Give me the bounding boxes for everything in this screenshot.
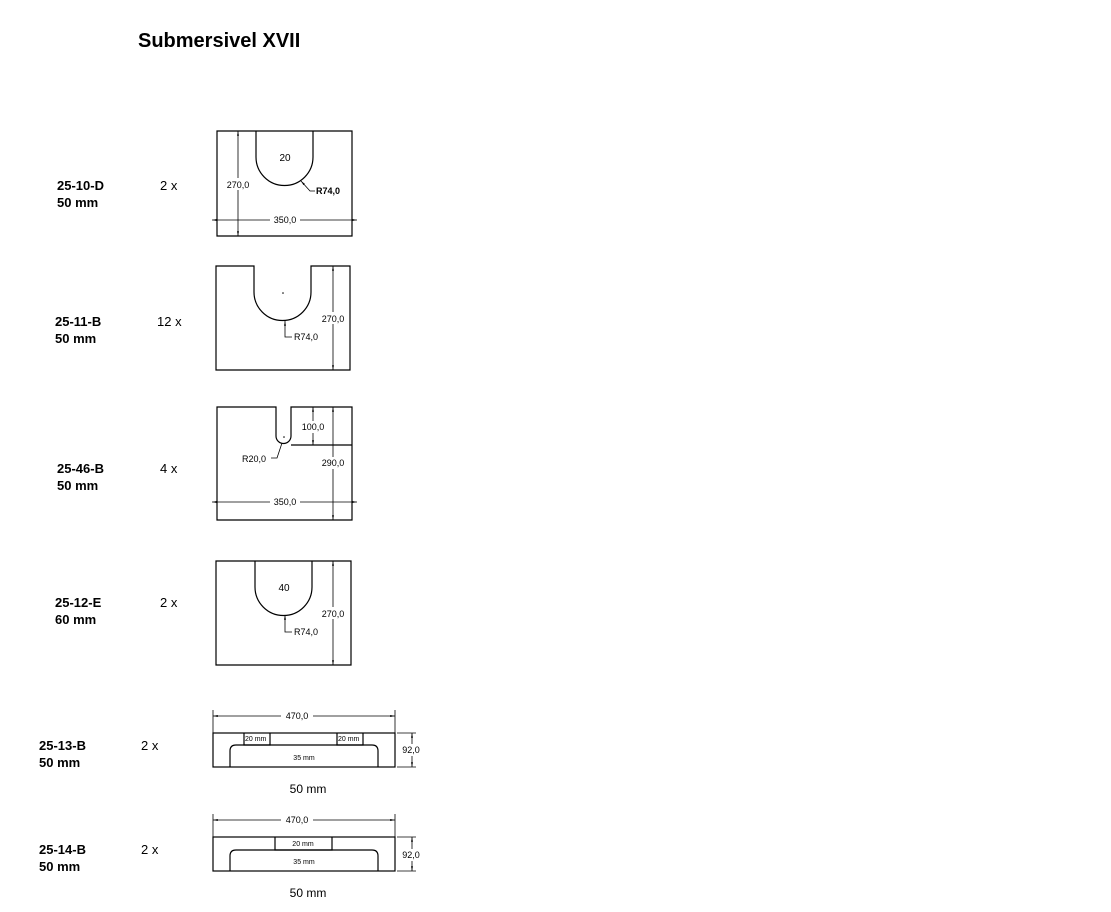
- part-thickness: 60 mm: [55, 612, 97, 627]
- part-thickness: 50 mm: [57, 478, 99, 493]
- part-label: 25-10-D 50 mm: [57, 177, 104, 211]
- dim-width: 470,0: [286, 711, 309, 721]
- drawing-25-11-B: 270,0 R74,0: [215, 265, 351, 371]
- slot-label: 40: [278, 583, 290, 594]
- dim-height: 270,0: [322, 609, 345, 619]
- dim-height: 270,0: [322, 314, 345, 324]
- part-quantity: 2 x: [160, 178, 178, 193]
- part-quantity: 12 x: [157, 314, 182, 329]
- drawing-25-12-E: 270,0 40 R74,0: [215, 560, 352, 666]
- drawing-25-13-B: 470,0 20 mm 20 mm 35 mm 92,0 50 mm: [212, 710, 424, 796]
- part-label: 25-14-B 50 mm: [39, 841, 86, 875]
- dim-width: 350,0: [274, 215, 297, 225]
- part-code: 25-14-B: [39, 842, 86, 857]
- slot-label: 20: [279, 153, 291, 164]
- part-quantity: 2 x: [160, 595, 178, 610]
- dim-radius: R74,0: [294, 627, 318, 637]
- part-label: 25-12-E 60 mm: [55, 594, 101, 628]
- thickness-caption: 50 mm: [290, 886, 327, 900]
- part-thickness: 50 mm: [39, 859, 81, 874]
- dim-width: 470,0: [286, 815, 309, 825]
- part-code: 25-10-D: [57, 178, 104, 193]
- part-thickness: 50 mm: [39, 755, 81, 770]
- drawing-25-10-D: 270,0 350,0 20 R74,0: [212, 130, 357, 237]
- part-code: 25-11-B: [55, 314, 102, 329]
- dim-height: 92,0: [402, 850, 420, 860]
- inner-label: 35 mm: [293, 755, 315, 762]
- dim-height: 270,0: [227, 180, 250, 190]
- part-quantity: 2 x: [141, 738, 159, 753]
- drawing-25-46-B: 100,0 290,0 350,0 R20,0: [212, 406, 357, 521]
- part-label: 25-46-B 50 mm: [57, 460, 104, 494]
- dim-height: 290,0: [322, 458, 345, 468]
- part-code: 25-46-B: [57, 461, 104, 476]
- part-quantity: 2 x: [141, 842, 159, 857]
- part-label: 25-13-B 50 mm: [39, 737, 86, 771]
- thickness-caption: 50 mm: [290, 782, 327, 796]
- part-code: 25-13-B: [39, 738, 86, 753]
- tab-label: 20 mm: [292, 841, 314, 848]
- part-label: 25-11-B 50 mm: [55, 313, 101, 347]
- dim-width: 350,0: [274, 497, 297, 507]
- dim-radius: R74,0: [316, 186, 340, 196]
- page-title: Submersivel XVII: [138, 30, 301, 52]
- part-code: 25-12-E: [55, 595, 102, 610]
- inner-label: 35 mm: [293, 859, 315, 866]
- tab-label: 20 mm: [245, 736, 267, 743]
- part-thickness: 50 mm: [57, 195, 99, 210]
- part-quantity: 4 x: [160, 461, 178, 476]
- dim-height: 92,0: [402, 745, 420, 755]
- part-thickness: 50 mm: [55, 331, 97, 346]
- dim-notch-depth: 100,0: [302, 422, 325, 432]
- drawing-25-14-B: 470,0 20 mm 35 mm 92,0 50 mm: [212, 814, 424, 900]
- dim-radius: R74,0: [294, 332, 318, 342]
- dim-radius: R20,0: [242, 454, 266, 464]
- tab-label: 20 mm: [338, 736, 360, 743]
